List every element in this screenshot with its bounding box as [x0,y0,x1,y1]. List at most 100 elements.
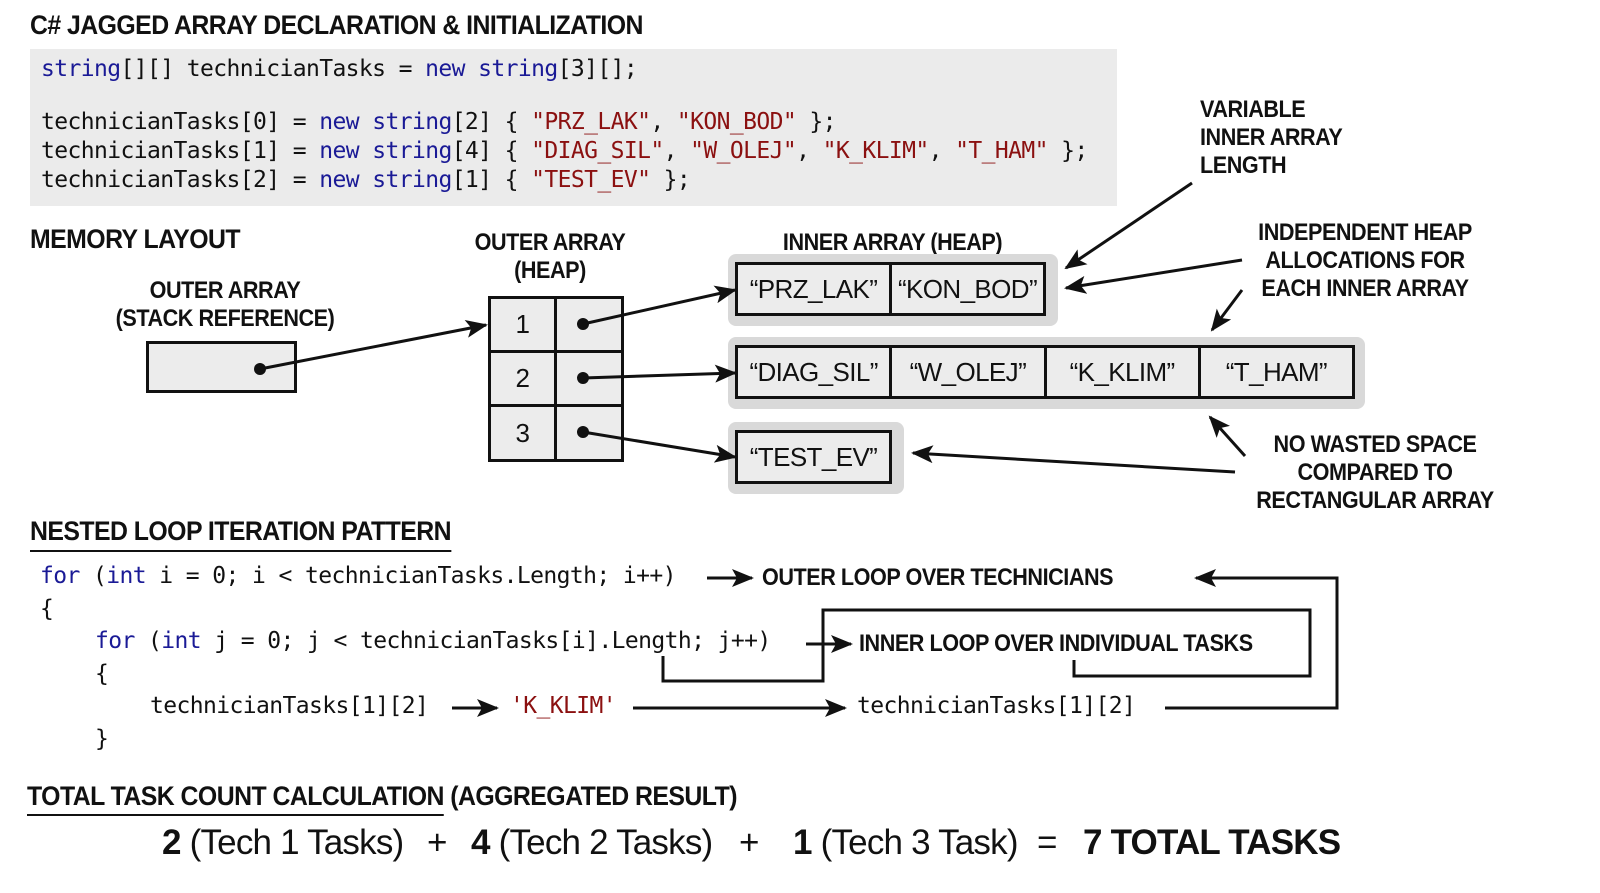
arrow-outer-to-inner-2 [582,430,737,463]
code-line-init-0: technicianTasks[0] = new string[2] { "PR… [41,109,836,135]
inner-loop-label: INNER LOOP OVER INDIVIDUAL TASKS [859,630,1253,657]
inner-array-cell: “W_OLEJ” [892,348,1047,396]
code-type: string [41,56,121,82]
code-string: "W_OLEJ" [690,138,797,164]
code-string: "DIAG_SIL" [531,138,664,164]
inner-open-brace: { [95,661,109,687]
arrow-no-waste-1 [911,445,1236,474]
arrow-no-waste-0 [1208,415,1247,458]
code-text: [1] { [451,167,532,193]
code-text: }; [1047,138,1088,164]
label-line: (STACK REFERENCE) [115,305,335,332]
total-term-3: 1 (Tech 3 Task) [793,823,1018,863]
inner-for-line: for (int j = 0; j < technicianTasks[i].L… [95,628,771,654]
code-line-init-2: technicianTasks[2] = new string[1] { "TE… [41,167,691,193]
code-text: i = 0; i < technicianTasks.Length; i++) [146,563,676,589]
annotation-line: EACH INNER ARRAY [1261,275,1469,302]
inner-loop-bracket [661,608,1312,683]
code-text: ( [79,563,107,589]
code-type: string [372,167,452,193]
code-keyword: new [425,56,465,82]
code-text: [3][]; [557,56,638,82]
page-title: C# JAGGED ARRAY DECLARATION & INITIALIZA… [30,10,643,40]
code-keyword: new [319,138,359,164]
access-result: 'K_KLIM' [510,693,617,719]
outer-open-brace: { [40,596,54,622]
annotation-line: INDEPENDENT HEAP [1258,219,1472,246]
code-keyword: new [319,109,359,135]
code-text: [][] technicianTasks = [120,56,426,82]
code-string: "KON_BOD" [676,109,797,135]
code-text: ( [134,628,162,654]
arrow-independent-alloc-1 [1210,289,1244,332]
equals-sign: = [1037,823,1057,862]
outer-index-cell: 3 [488,404,557,462]
inner-array-cell: “TEST_EV” [749,441,878,472]
nested-loop-heading: NESTED LOOP ITERATION PATTERN [30,516,452,552]
annotation-no-wasted-space: NO WASTED SPACE COMPARED TO RECTANGULAR … [1254,431,1497,515]
code-text: j = 0; j < technicianTasks[i].Length; j+… [201,628,771,654]
annotation-line: NO WASTED SPACE [1273,431,1477,458]
term-count: 4 [471,823,490,862]
label-line: OUTER ARRAY [474,229,626,256]
total-heading-rest: (AGGREGATED RESULT) [443,781,737,811]
arrow-stack-to-outer [259,319,488,371]
code-text: [2] { [451,109,532,135]
code-type: string [372,138,452,164]
stack-reference-label: OUTER ARRAY (STACK REFERENCE) [113,277,338,333]
code-type: string [372,109,452,135]
term-label: (Tech 2 Tasks) [489,823,714,862]
plus-sign: + [739,823,759,862]
outer-loop-label: OUTER LOOP OVER TECHNICIANS [762,564,1114,591]
annotation-line: LENGTH [1200,152,1287,179]
access-expression-right: technicianTasks[1][2] [857,693,1136,719]
arrow-outer-to-inner-0 [582,285,737,326]
code-string: "T_HAM" [955,138,1048,164]
annotation-line: VARIABLE [1200,96,1306,123]
inner-close-brace: } [95,726,109,752]
annotation-line: ALLOCATIONS FOR [1265,247,1465,274]
code-keyword: new [319,167,359,193]
code-text: }; [650,167,691,193]
access-expression: technicianTasks[1][2] [150,693,429,719]
code-line-init-1: technicianTasks[1] = new string[4] { "DI… [41,138,1088,164]
term-label: (Tech 3 Task) [811,823,1019,862]
inner-array-cell: “KON_BOD” [897,273,1038,304]
outer-loop-feedback [1165,569,1339,710]
code-string: "K_KLIM" [822,138,930,164]
total-result: 7 TOTAL TASKS [1083,823,1341,862]
arrow-independent-alloc-0 [1064,258,1243,294]
plus-sign: + [427,823,447,862]
total-term-1: 2 (Tech 1 Tasks) [162,823,405,863]
term-count: 2 [162,823,181,862]
code-type: string [478,56,558,82]
code-text: [4] { [451,138,532,164]
inner-array-cell: “T_HAM” [1225,356,1328,387]
total-term-2: 4 (Tech 2 Tasks) [471,823,714,863]
code-line-declare: string[][] technicianTasks = new string[… [41,56,638,82]
code-type: int [106,563,146,589]
annotation-variable-length: VARIABLE INNER ARRAY LENGTH [1200,96,1343,180]
term-count: 1 [793,823,812,862]
code-text: technicianTasks[1] = [41,138,320,164]
outer-heap-label: OUTER ARRAY (HEAP) [469,229,631,285]
arrow-outer-to-inner-1 [582,364,737,383]
arrow-variable-length [1064,181,1193,270]
inner-array-0: “PRZ_LAK” “KON_BOD” [735,262,1046,316]
label-line: (HEAP) [514,257,586,284]
inner-array-cell: “PRZ_LAK” [738,265,892,313]
term-label: (Tech 1 Tasks) [180,823,405,862]
memory-layout-heading: MEMORY LAYOUT [30,224,241,254]
code-string: "TEST_EV" [531,167,651,193]
annotation-independent-allocations: INDEPENDENT HEAP ALLOCATIONS FOR EACH IN… [1248,219,1482,303]
inner-array-cell: “K_KLIM” [1047,348,1201,396]
code-type: int [161,628,201,654]
code-keyword: for [95,628,135,654]
inner-array-2: “TEST_EV” [735,430,892,484]
code-text: }; [796,109,836,135]
outer-for-line: for (int i = 0; i < technicianTasks.Leng… [40,563,676,589]
total-heading: TOTAL TASK COUNT CALCULATION (AGGREGATED… [27,781,737,816]
code-string: "PRZ_LAK" [531,109,651,135]
annotation-line: RECTANGULAR ARRAY [1256,487,1494,514]
